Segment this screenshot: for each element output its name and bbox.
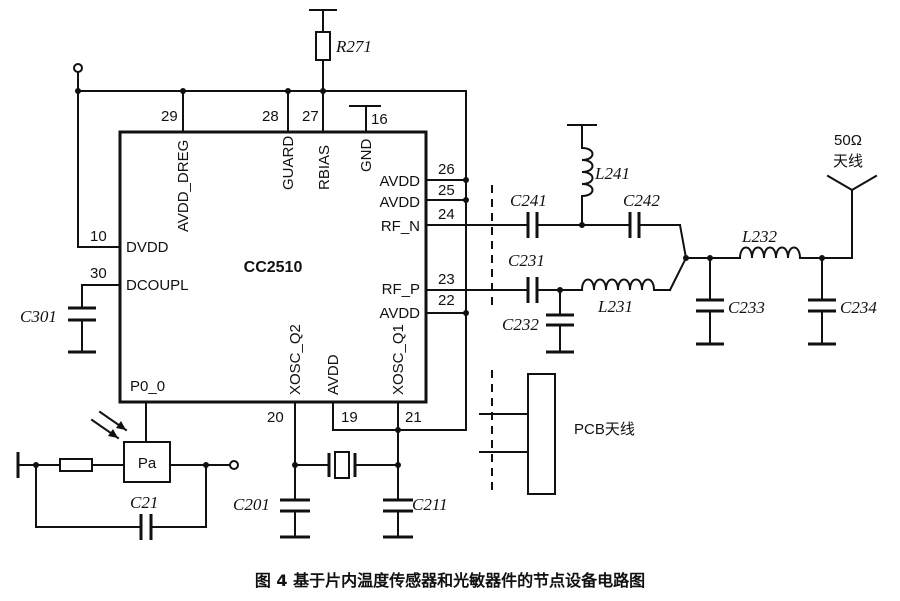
c241-capacitor — [515, 212, 631, 238]
pin-16-num: 16 — [371, 111, 388, 128]
c231-label: C231 — [508, 251, 545, 270]
rf-output-line — [683, 255, 741, 261]
pin-25-name: AVDD — [379, 194, 420, 211]
c211-capacitor — [383, 464, 413, 539]
c242-label: C242 — [623, 191, 660, 210]
pin-22-num: 22 — [438, 292, 455, 309]
pin-30-num: 30 — [90, 265, 107, 282]
l231-inductor — [580, 256, 688, 292]
pin-28-num: 28 — [262, 108, 279, 125]
crystal — [292, 451, 401, 479]
pin-19-num: 19 — [341, 409, 358, 426]
pin-21-name: XOSC_Q1 — [390, 324, 407, 395]
pin-27-num: 27 — [302, 108, 319, 125]
c232-label: C232 — [502, 315, 539, 334]
antenna-50-line2: 天线 — [833, 153, 863, 170]
pin-28-name: GUARD — [280, 136, 297, 190]
pin-25-num: 25 — [438, 182, 455, 199]
pcb-antenna — [479, 373, 556, 495]
c211-label: C211 — [412, 495, 448, 514]
c21-label: C21 — [130, 493, 158, 512]
pin-24-num: 24 — [438, 206, 455, 223]
c231-capacitor — [515, 277, 583, 303]
c233-capacitor — [696, 257, 724, 346]
antenna-50ohm — [826, 174, 878, 259]
sensor-output-terminal — [229, 460, 239, 470]
pa-label: Pa — [138, 455, 157, 472]
c234-capacitor — [808, 257, 836, 346]
pin-21-num: 21 — [405, 409, 422, 426]
chip-name: CC2510 — [244, 259, 303, 276]
c301-label: C301 — [20, 307, 57, 326]
r271-label: R271 — [335, 37, 372, 56]
pin-10-name: DVDD — [126, 239, 169, 256]
pin-23-num: 23 — [438, 271, 455, 288]
pin-29-name: AVDD_DREG — [175, 140, 192, 232]
vdd-terminal — [73, 63, 83, 73]
bottom-pin-wires — [294, 401, 467, 466]
pin-26-num: 26 — [438, 161, 455, 178]
pin-23-name: RF_P — [382, 281, 420, 298]
light-arrows — [90, 410, 128, 440]
c232-capacitor — [546, 289, 574, 354]
pin-29-num: 29 — [161, 108, 178, 125]
c201-label: C201 — [233, 495, 270, 514]
antenna-50-line1: 50Ω — [834, 132, 862, 149]
pin-26-name: AVDD — [379, 173, 420, 190]
l241-inductor — [567, 124, 597, 226]
top-supply-rail — [75, 69, 467, 431]
l232-inductor — [738, 246, 853, 261]
l241-label: L241 — [594, 164, 630, 183]
pa-block — [123, 441, 171, 483]
pin-30-name: DCOUPL — [126, 277, 189, 294]
pin-10-num: 10 — [90, 228, 107, 245]
c201-capacitor — [280, 464, 310, 539]
sensor-input-network — [16, 452, 231, 528]
right-pin-wires — [425, 177, 517, 316]
pin-20-name: XOSC_Q2 — [287, 324, 304, 395]
c21-capacitor — [139, 514, 153, 540]
c242-capacitor — [628, 212, 688, 260]
pin-20-num: 20 — [267, 409, 284, 426]
chip-body — [118, 130, 428, 404]
pcb-antenna-label: PCB天线 — [574, 421, 635, 438]
pin-22-name: AVDD — [379, 305, 420, 322]
c241-label: C241 — [510, 191, 547, 210]
c301-capacitor — [68, 284, 96, 354]
pin-p00-name: P0_0 — [130, 378, 165, 395]
l232-label: L232 — [741, 227, 777, 246]
figure-caption: 图 4 基于片内温度传感器和光敏器件的节点设备电路图 — [255, 571, 645, 590]
l231-label: L231 — [597, 297, 633, 316]
pin-19-name: AVDD — [325, 354, 342, 395]
c233-label: C233 — [728, 298, 765, 317]
pin-24-name: RF_N — [381, 218, 420, 235]
pin-27-name: RBIAS — [316, 145, 333, 190]
c234-label: C234 — [840, 298, 877, 317]
r271-resistor — [309, 9, 337, 92]
pin-16-name: GND — [358, 139, 375, 173]
